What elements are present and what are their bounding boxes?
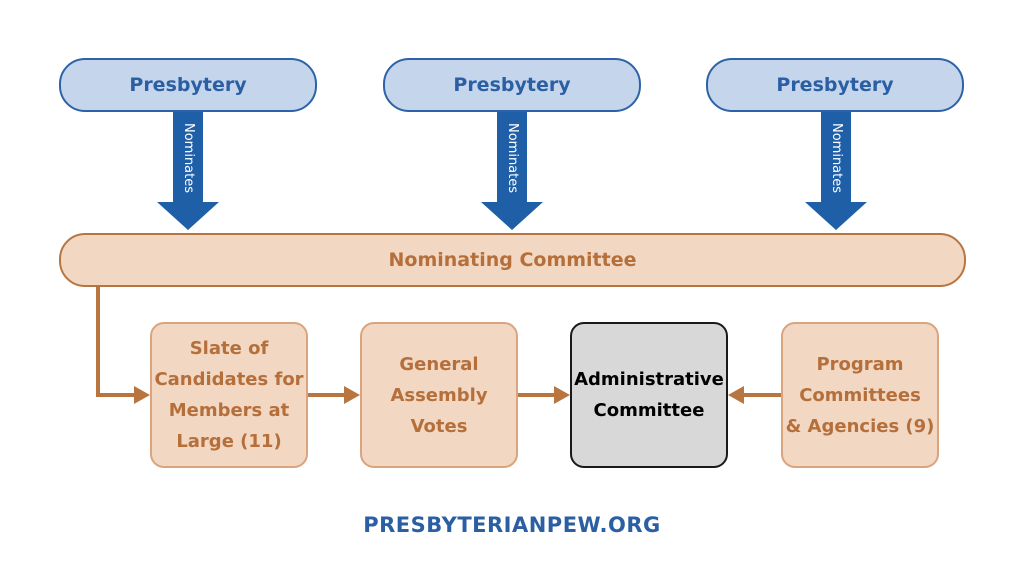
- arrowhead-icon: [728, 386, 744, 404]
- nominating-committee-node: Nominating Committee: [59, 233, 966, 287]
- site-footer-link[interactable]: PRESBYTERIANPEW.ORG: [363, 513, 661, 537]
- arrowhead-icon: [344, 386, 360, 404]
- administrative-committee-node: Administrative Committee: [570, 322, 728, 468]
- nominating-committee-label: Nominating Committee: [388, 249, 637, 271]
- presbytery-node-1: Presbytery: [59, 58, 317, 112]
- arrowhead-icon: [134, 386, 150, 404]
- nominates-arrow-1: Nominates: [157, 112, 219, 230]
- general-assembly-node: General Assembly Votes: [360, 322, 518, 468]
- presbytery-label: Presbytery: [776, 74, 894, 96]
- presbytery-node-2: Presbytery: [383, 58, 641, 112]
- nominates-arrow-3: Nominates: [805, 112, 867, 230]
- slate-label: Slate of Candidates for Members at Large…: [154, 338, 304, 452]
- presbytery-label: Presbytery: [453, 74, 571, 96]
- elbow-connector: [96, 287, 134, 397]
- program-committees-node: Program Committees & Agencies (9): [781, 322, 939, 468]
- program-committees-label: Program Committees & Agencies (9): [785, 353, 935, 437]
- presbytery-label: Presbytery: [129, 74, 247, 96]
- nominates-arrow-2: Nominates: [481, 112, 543, 230]
- down-arrow-icon: [481, 112, 543, 230]
- arrowhead-icon: [554, 386, 570, 404]
- down-arrow-icon: [805, 112, 867, 230]
- down-arrow-icon: [157, 112, 219, 230]
- presbytery-node-3: Presbytery: [706, 58, 964, 112]
- slate-of-candidates-node: Slate of Candidates for Members at Large…: [150, 322, 308, 468]
- administrative-committee-label: Administrative Committee: [574, 369, 724, 421]
- general-assembly-label: General Assembly Votes: [390, 353, 488, 437]
